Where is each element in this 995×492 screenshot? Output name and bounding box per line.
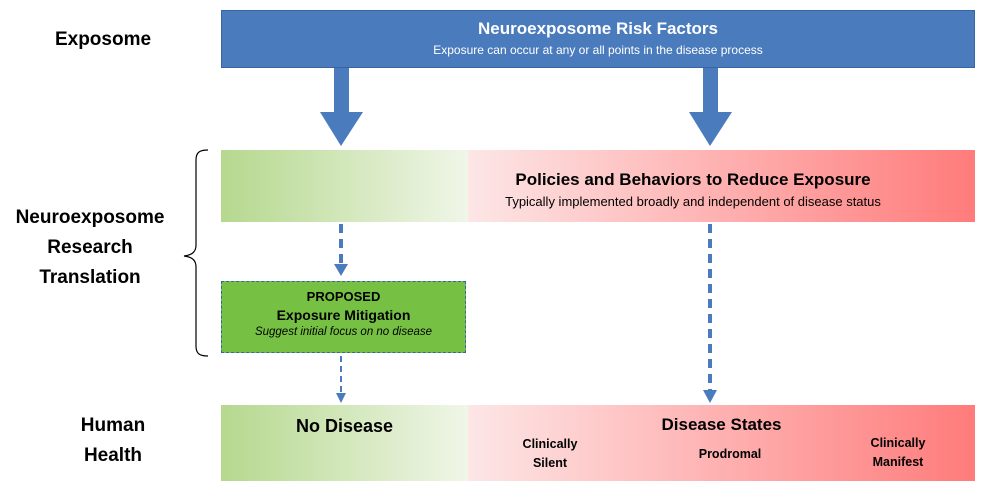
risk-factors-box: Neuroexposome Risk Factors Exposure can … bbox=[221, 10, 975, 68]
no-disease-title: No Disease bbox=[295, 416, 394, 436]
no-disease-box bbox=[221, 405, 468, 481]
proposed-note: Suggest initial focus on no disease bbox=[254, 326, 433, 338]
policies-box: Policies and Behaviors to Reduce Exposur… bbox=[221, 150, 975, 222]
research-translation-label: Neuroexposome Research Translation bbox=[15, 207, 165, 288]
dashed-arrow-to-disease-states bbox=[703, 224, 717, 403]
human-health-label: Human Health bbox=[80, 415, 146, 466]
disease-states-box bbox=[468, 405, 975, 481]
prodromal-label: Prodromal bbox=[698, 447, 762, 461]
solid-arrow-left bbox=[320, 68, 363, 146]
clinically-manifest-label: Clinically Manifest bbox=[870, 436, 926, 469]
risk-factors-title: Neuroexposome Risk Factors bbox=[478, 19, 718, 38]
risk-factors-subtitle: Exposure can occur at any or all points … bbox=[433, 43, 763, 57]
solid-arrow-right bbox=[689, 68, 732, 146]
policies-band-red bbox=[468, 150, 975, 222]
dashed-arrow-to-no-disease bbox=[336, 356, 346, 403]
exposome-label: Exposome bbox=[54, 29, 152, 50]
proposed-mitigation-box: PROPOSED Exposure Mitigation Suggest ini… bbox=[221, 281, 466, 353]
policies-subtitle: Typically implemented broadly and indepe… bbox=[505, 194, 881, 209]
translation-bracket bbox=[183, 149, 209, 357]
clinically-silent-label: Clinically Silent bbox=[522, 437, 578, 470]
disease-states-title: Disease States bbox=[661, 415, 782, 434]
policies-title: Policies and Behaviors to Reduce Exposur… bbox=[515, 170, 871, 189]
proposed-label: PROPOSED bbox=[306, 289, 381, 304]
dashed-arrow-to-proposed bbox=[334, 224, 348, 276]
proposed-title: Exposure Mitigation bbox=[276, 307, 411, 323]
policies-band-green bbox=[221, 150, 468, 222]
